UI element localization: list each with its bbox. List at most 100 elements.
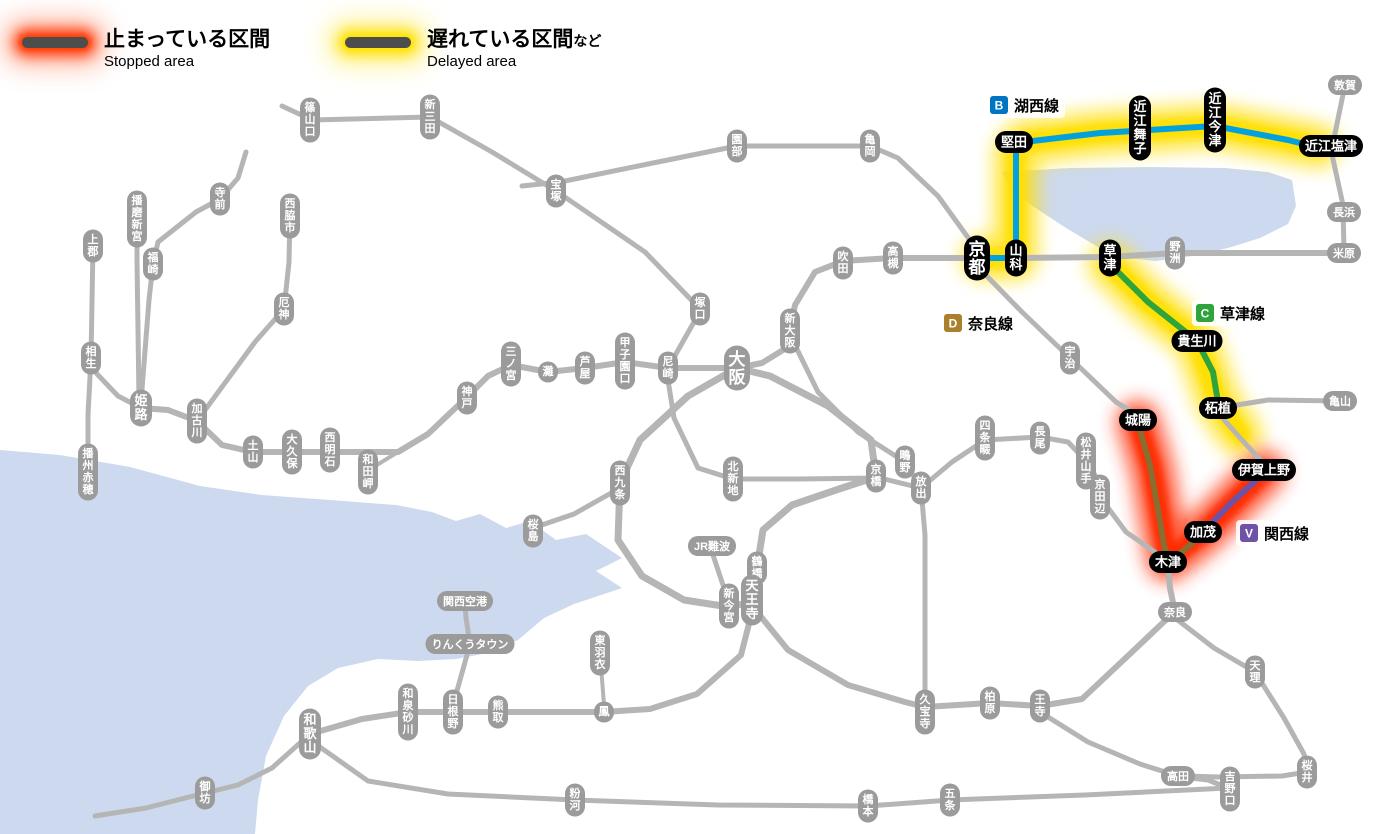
station-capsule xyxy=(1204,87,1226,153)
station-播州赤穂: 播州赤穂 xyxy=(78,443,98,501)
station-name: 近江舞子 xyxy=(1132,99,1146,156)
station-name: 放出 xyxy=(915,474,928,500)
station-京橋: 京橋 xyxy=(866,459,886,493)
station-name: JR難波 xyxy=(694,539,731,553)
station-name: 鳳 xyxy=(599,705,610,718)
station-野洲: 野洲 xyxy=(1165,236,1185,270)
legend-stopped: 止まっている区間 Stopped area xyxy=(22,28,270,70)
line-tsuge-iga xyxy=(1215,410,1267,467)
station-capsule xyxy=(358,449,378,495)
line-sakurajima xyxy=(530,485,623,531)
station-name: 和泉砂川 xyxy=(402,686,415,736)
station-吹田: 吹田 xyxy=(833,246,853,280)
station-name: 亀山 xyxy=(1329,394,1351,408)
station-capsule xyxy=(274,292,294,326)
station-capsule xyxy=(1323,391,1357,411)
station-capsule xyxy=(457,381,477,415)
station-姫路: 姫路 xyxy=(130,389,152,427)
station-capsule xyxy=(995,131,1033,153)
station-capsule xyxy=(523,514,543,548)
station-上郡: 上郡 xyxy=(83,229,103,263)
station-name: 京田辺 xyxy=(1095,477,1106,515)
station-name: 近江今津 xyxy=(1207,91,1222,148)
station-capsule xyxy=(425,634,515,654)
station-capsule xyxy=(280,193,300,239)
station-東羽衣: 東羽衣 xyxy=(590,630,610,676)
line-name-text: 湖西線 xyxy=(1014,97,1059,115)
station-福崎: 福崎 xyxy=(143,247,163,281)
station-name: 松井山手 xyxy=(1081,435,1092,485)
station-capsule xyxy=(723,456,743,502)
station-放出: 放出 xyxy=(911,471,931,505)
station-高槻: 高槻 xyxy=(883,241,903,275)
station-西九条: 西九条 xyxy=(610,460,630,506)
station-name: 新今宮 xyxy=(723,586,736,624)
delayed-glow-bar-icon xyxy=(345,37,411,48)
station-西脇市: 西脇市 xyxy=(280,193,300,239)
station-奈良: 奈良 xyxy=(1158,602,1192,622)
station-name: 大阪 xyxy=(729,349,746,387)
station-capsule xyxy=(964,235,990,281)
station-name: 加茂 xyxy=(1189,525,1216,540)
station-name: 播州赤穂 xyxy=(82,446,95,496)
station-草津: 草津 xyxy=(1099,239,1121,277)
station-capsule xyxy=(724,345,750,391)
station-capsule xyxy=(1328,75,1362,95)
station-新大阪: 新大阪 xyxy=(780,308,800,354)
station-name: 土山 xyxy=(248,438,259,464)
station-name: 高田 xyxy=(1167,769,1189,783)
station-capsule xyxy=(1165,236,1185,270)
station-capsule xyxy=(282,429,302,475)
station-高田: 高田 xyxy=(1161,766,1195,786)
station-宝塚: 宝塚 xyxy=(546,174,566,208)
station-capsule xyxy=(127,190,147,248)
station-capsule xyxy=(488,695,508,729)
station-capsule xyxy=(195,776,215,810)
station-name: 東羽衣 xyxy=(595,633,607,671)
line-code-letter: C xyxy=(1201,307,1210,321)
station-name: 米原 xyxy=(1332,246,1355,260)
station-capsule xyxy=(860,129,880,163)
station-関西空港: 関西空港 xyxy=(437,591,493,611)
station-capsule xyxy=(320,427,340,473)
station-近江塩津: 近江塩津 xyxy=(1299,135,1363,157)
station-capsule xyxy=(940,783,960,817)
station-name: 宝塚 xyxy=(551,177,562,203)
station-name: 和田岬 xyxy=(363,452,374,490)
station-天理: 天理 xyxy=(1245,655,1265,689)
station-新今宮: 新今宮 xyxy=(719,583,739,629)
station-capsule xyxy=(687,536,737,556)
station-name: 福崎 xyxy=(147,250,159,276)
station-name: 天王寺 xyxy=(745,578,759,621)
station-日根野: 日根野 xyxy=(443,689,463,735)
station-name: 京橋 xyxy=(871,462,883,488)
stopped-glow-bar-icon xyxy=(22,37,88,48)
station-capsule xyxy=(590,630,610,676)
station-capsule xyxy=(501,341,521,387)
station-name: 姫路 xyxy=(134,393,148,422)
station-芦屋: 芦屋 xyxy=(575,351,595,385)
station-capsule xyxy=(81,341,101,375)
station-capsule xyxy=(1090,474,1110,520)
station-和田岬: 和田岬 xyxy=(358,449,378,495)
station-name: 貴生川 xyxy=(1177,334,1216,349)
station-桜井: 桜井 xyxy=(1297,755,1317,789)
station-capsule xyxy=(538,361,558,383)
station-五条: 五条 xyxy=(940,783,960,817)
station-capsule xyxy=(210,182,230,216)
station-name: 西脇市 xyxy=(285,197,296,234)
station-柏原: 柏原 xyxy=(980,686,1000,720)
station-近江舞子: 近江舞子 xyxy=(1129,95,1151,161)
station-name: 西明石 xyxy=(324,431,336,468)
line-name-text: 草津線 xyxy=(1220,305,1265,323)
station-name: 灘 xyxy=(543,364,554,378)
station-capsule xyxy=(1199,397,1237,419)
station-name: 山科 xyxy=(1009,243,1022,272)
station-name: 新三田 xyxy=(425,97,436,135)
station-相生: 相生 xyxy=(81,341,101,375)
station-三ノ宮: 三ノ宮 xyxy=(501,341,521,387)
station-天王寺: 天王寺 xyxy=(741,574,763,626)
station-name: 野洲 xyxy=(1170,240,1181,265)
